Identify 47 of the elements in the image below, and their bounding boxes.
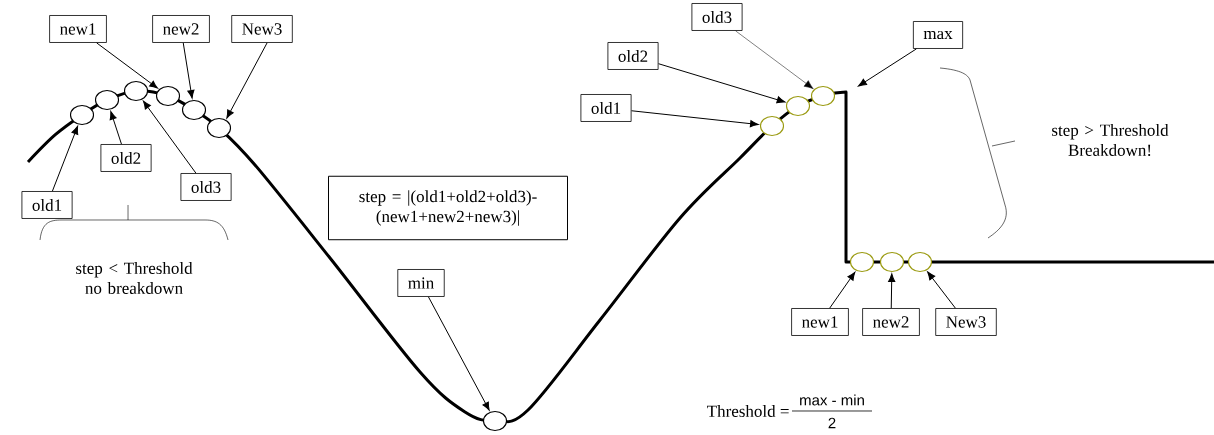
- arrow: [109, 111, 122, 145]
- formula-label: Threshold =: [707, 405, 789, 417]
- circle: [482, 410, 508, 432]
- arrow: [226, 42, 268, 119]
- arrow: [96, 42, 158, 89]
- fraction-denominator: 2: [828, 417, 836, 429]
- label-box: new1: [791, 308, 849, 336]
- circle: [94, 89, 120, 111]
- circle: [759, 115, 785, 137]
- label-box: New3: [935, 308, 997, 336]
- arrow: [735, 30, 814, 89]
- arrow: [142, 100, 197, 174]
- label-box: old1: [580, 94, 632, 122]
- label-box: old2: [100, 144, 152, 172]
- label-box: new2: [152, 15, 210, 43]
- circle: [907, 251, 933, 273]
- label-box: old3: [180, 173, 232, 201]
- arrow: [829, 271, 856, 309]
- arrow: [51, 125, 79, 192]
- circle: [69, 104, 95, 126]
- circle: [155, 85, 181, 107]
- circle: [785, 95, 811, 117]
- circle: [810, 85, 836, 107]
- label-box: old2: [607, 42, 659, 70]
- circle: [181, 99, 207, 121]
- label-box: max: [912, 21, 964, 49]
- arrow: [631, 110, 759, 128]
- arrow: [858, 48, 917, 87]
- note: step < Threshold no breakdown: [76, 262, 193, 294]
- formula-box: step = |(old1+old2+old3)- (new1+new2+new3)|: [328, 175, 568, 241]
- note: step > Threshold Breakdown!: [1052, 124, 1169, 156]
- arrow: [658, 63, 786, 104]
- label-box: old1: [21, 191, 73, 219]
- circle: [879, 251, 905, 273]
- label-box: New3: [231, 15, 293, 43]
- arrow: [427, 296, 490, 411]
- circle: [849, 251, 875, 273]
- label-box: old3: [691, 3, 743, 31]
- fraction-numerator: max - min: [800, 394, 864, 406]
- arrow: [182, 42, 195, 99]
- arrow: [927, 271, 956, 309]
- label-box: new2: [862, 308, 920, 336]
- label-box: min: [397, 269, 445, 297]
- arrow: [888, 273, 896, 309]
- circle: [123, 80, 149, 102]
- circle: [206, 117, 232, 139]
- label-box: new1: [49, 15, 107, 43]
